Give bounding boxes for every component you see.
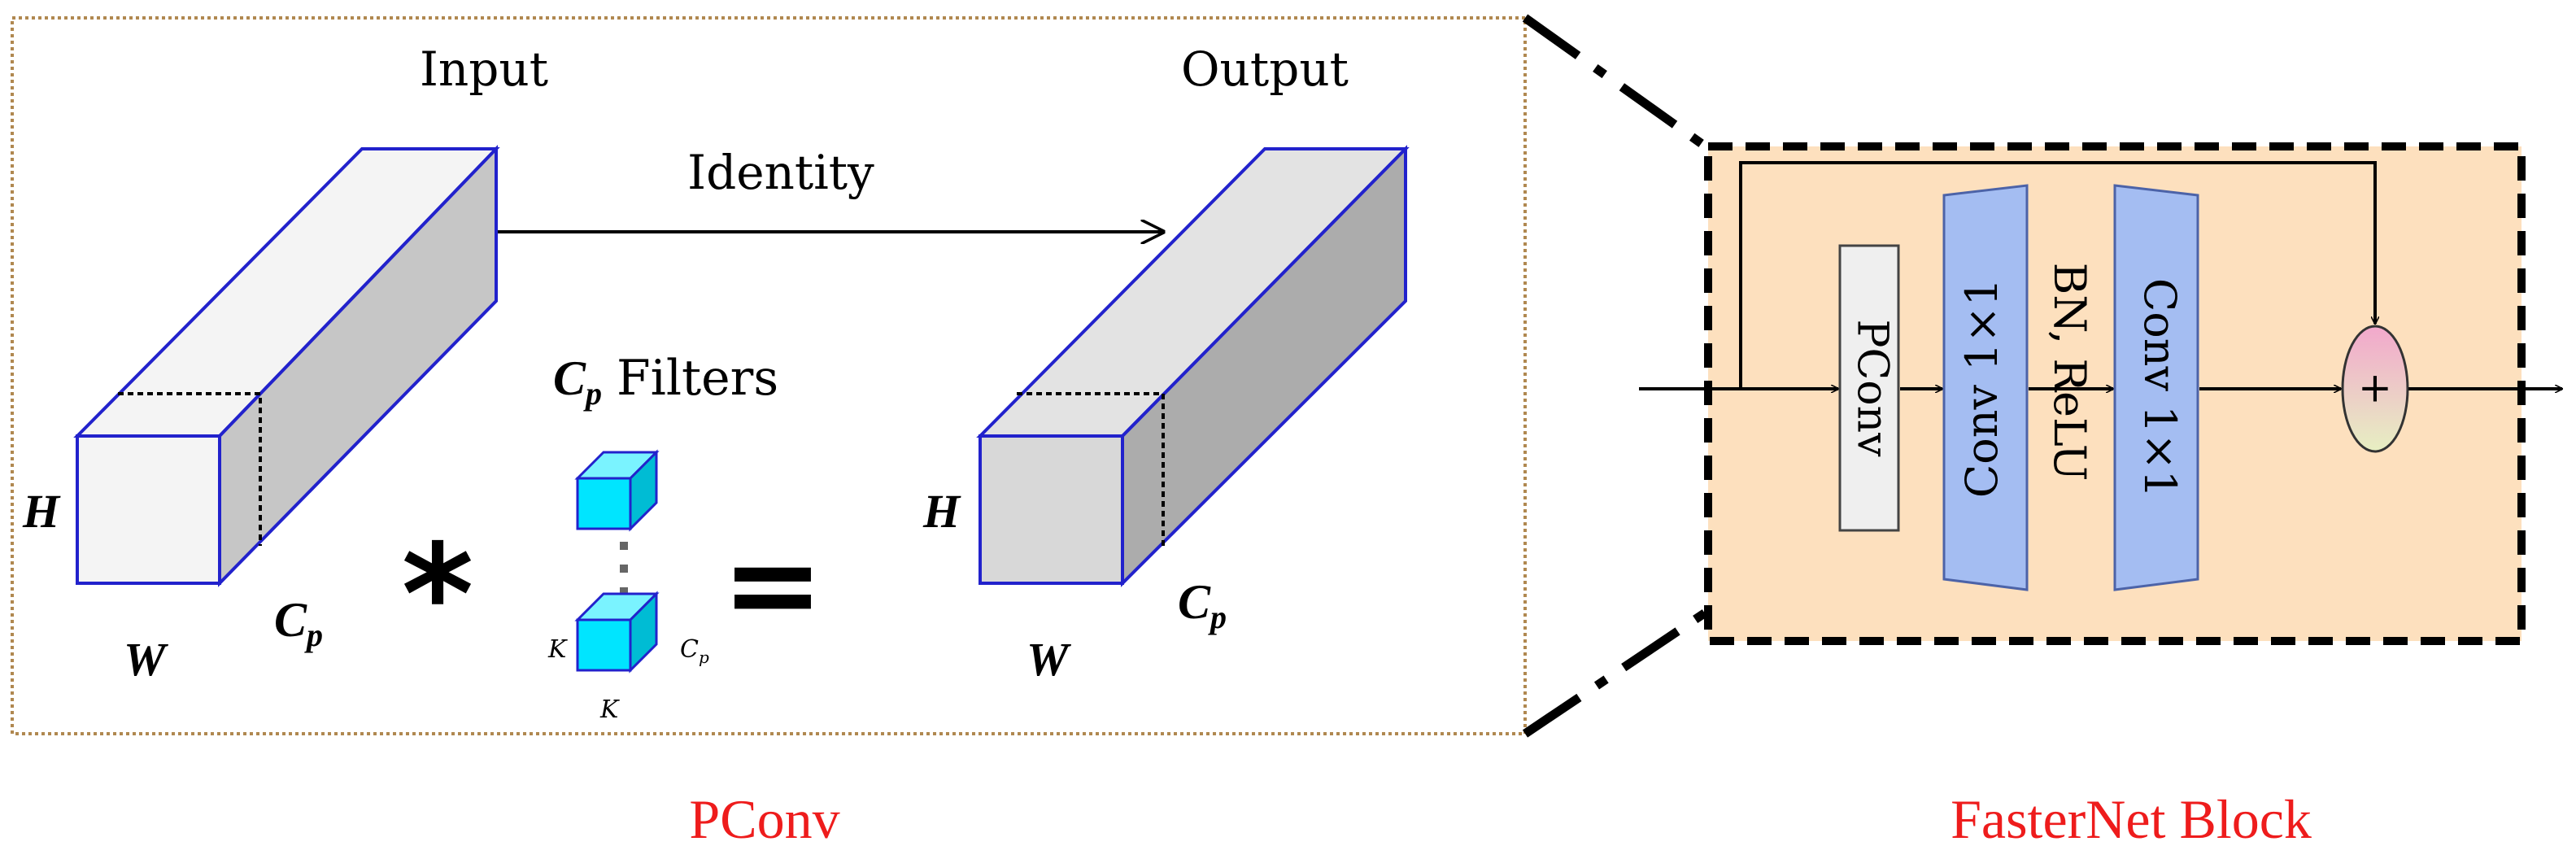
add-symbol: +: [2358, 364, 2392, 412]
kernel-channel-label: Cp: [680, 635, 709, 667]
output-tensor: [976, 145, 1410, 587]
input-channel-label: Cp: [274, 593, 323, 653]
skip-connection: [1739, 161, 2375, 389]
identity-label: Identity: [687, 145, 874, 200]
input-width-label: W: [124, 633, 168, 686]
kernel-size-label: K: [547, 635, 568, 664]
pconv-module-label: PConv: [1848, 320, 1897, 458]
fasternet-block-caption: FasterNet Block: [1951, 788, 2312, 850]
pconv-panel: Input Output Identity H W Cp H W Cp * = …: [11, 16, 1527, 735]
filter-cube-top: [574, 449, 660, 532]
norm-act-label: BN, ReLU: [2044, 263, 2095, 482]
convolution-operator: *: [402, 515, 474, 676]
input-label: Input: [420, 41, 548, 97]
filter-cube-bottom: [574, 591, 660, 674]
conv1-module: [1942, 184, 2029, 591]
output-partial-slice: [1017, 392, 1165, 546]
add-node: [2341, 325, 2409, 453]
output-height-label: H: [922, 485, 961, 538]
pconv-panel-border: [11, 16, 1527, 735]
filter-stack-dots: [620, 542, 628, 595]
output-width-label: W: [1026, 633, 1071, 686]
input-tensor-front: [76, 434, 221, 585]
pconv-module: [1838, 244, 1900, 532]
conv2-module: [2113, 184, 2199, 591]
input-height-label: H: [22, 485, 61, 538]
conv2-module-label: Conv 1×1: [2134, 278, 2186, 498]
input-tensor: [73, 145, 500, 587]
output-tensor-front: [979, 434, 1124, 585]
kernel-size-label-bottom: K: [599, 695, 620, 724]
zoom-line-bottom: [1522, 517, 1846, 738]
conv1-module-label: Conv 1×1: [1956, 278, 2007, 498]
output-label: Output: [1181, 41, 1349, 97]
fasternet-block: PConv Conv 1×1 BN, ReLU Conv 1×1 +: [1639, 142, 2562, 645]
pconv-caption: PConv: [689, 788, 839, 850]
equals-operator: =: [721, 514, 824, 656]
output-channel-label: Cp: [1178, 575, 1227, 635]
input-partial-slice: [118, 392, 262, 546]
